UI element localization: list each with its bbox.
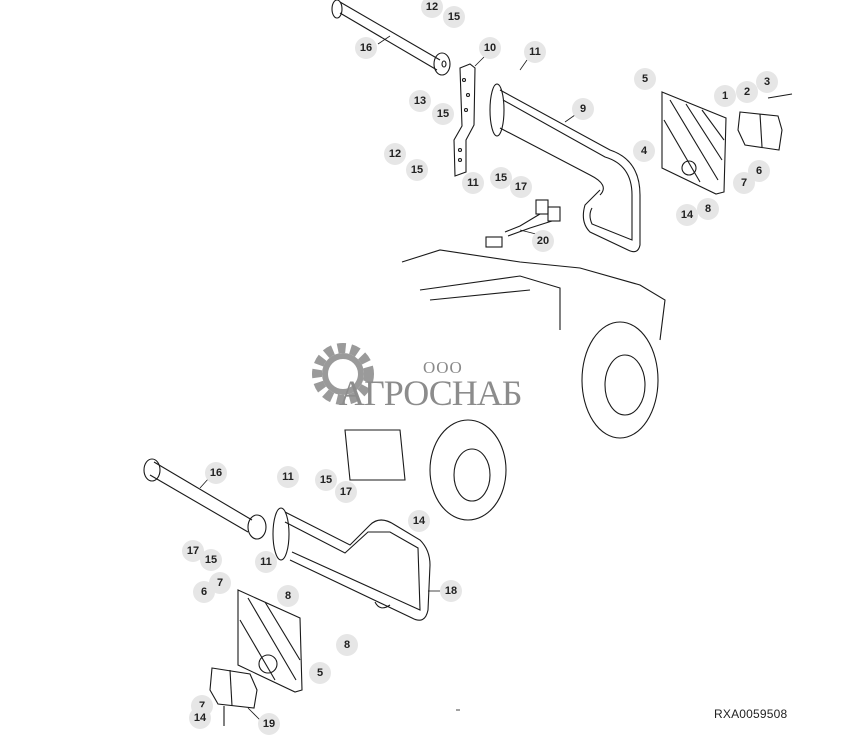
callout-part-17[interactable]: 17: [335, 481, 357, 503]
callout-part-11[interactable]: 11: [255, 551, 277, 573]
tube-16-upper: [331, 0, 451, 76]
leader-lines: [199, 35, 576, 721]
callout-part-15[interactable]: 15: [432, 103, 454, 125]
callout-part-19[interactable]: 19: [258, 713, 280, 735]
wiring-harness-20: [485, 199, 561, 248]
callout-part-8[interactable]: 8: [277, 585, 299, 607]
callout-part-8[interactable]: 8: [336, 634, 358, 656]
loop-bracket-9: [489, 83, 641, 253]
loop-bracket-18: [272, 507, 431, 621]
callout-part-15[interactable]: 15: [200, 549, 222, 571]
tube-16-lower: [143, 458, 267, 540]
bracket-10: [453, 63, 476, 177]
callout-part-11[interactable]: 11: [524, 41, 546, 63]
callout-part-14[interactable]: 14: [676, 204, 698, 226]
callout-part-10[interactable]: 10: [479, 37, 501, 59]
callout-part-5[interactable]: 5: [309, 662, 331, 684]
callout-part-1[interactable]: 1: [714, 85, 736, 107]
callout-part-2[interactable]: 2: [736, 81, 758, 103]
callout-part-16[interactable]: 16: [355, 37, 377, 59]
callout-part-16[interactable]: 16: [205, 462, 227, 484]
callout-part-20[interactable]: 20: [532, 230, 554, 252]
callout-part-14[interactable]: 14: [189, 707, 211, 729]
figure-id-label: RXA0059508: [714, 707, 788, 721]
callout-part-11[interactable]: 11: [462, 172, 484, 194]
lamp-1-upper: [737, 93, 793, 151]
callout-part-15[interactable]: 15: [443, 6, 465, 28]
callout-part-13[interactable]: 13: [409, 90, 431, 112]
callout-part-17[interactable]: 17: [182, 540, 204, 562]
lamp-19-lower: [209, 667, 258, 726]
callout-part-15[interactable]: 15: [406, 159, 428, 181]
reflector-plate-5-upper: [661, 91, 727, 195]
tractor-body: [344, 249, 666, 521]
callout-part-4[interactable]: 4: [633, 140, 655, 162]
callout-part-12[interactable]: 12: [421, 0, 443, 18]
callout-part-7[interactable]: 7: [733, 172, 755, 194]
callout-part-8[interactable]: 8: [697, 198, 719, 220]
callout-part-15[interactable]: 15: [490, 167, 512, 189]
callout-part-11[interactable]: 11: [277, 466, 299, 488]
reflector-plate-5-lower: [237, 589, 303, 693]
callout-part-5[interactable]: 5: [634, 68, 656, 90]
callout-part-12[interactable]: 12: [384, 143, 406, 165]
callout-part-15[interactable]: 15: [315, 469, 337, 491]
callout-part-17[interactable]: 17: [510, 176, 532, 198]
callout-part-3[interactable]: 3: [756, 71, 778, 93]
callout-part-14[interactable]: 14: [408, 510, 430, 532]
callout-part-9[interactable]: 9: [572, 98, 594, 120]
callout-part-18[interactable]: 18: [440, 580, 462, 602]
callout-part-6[interactable]: 6: [193, 581, 215, 603]
